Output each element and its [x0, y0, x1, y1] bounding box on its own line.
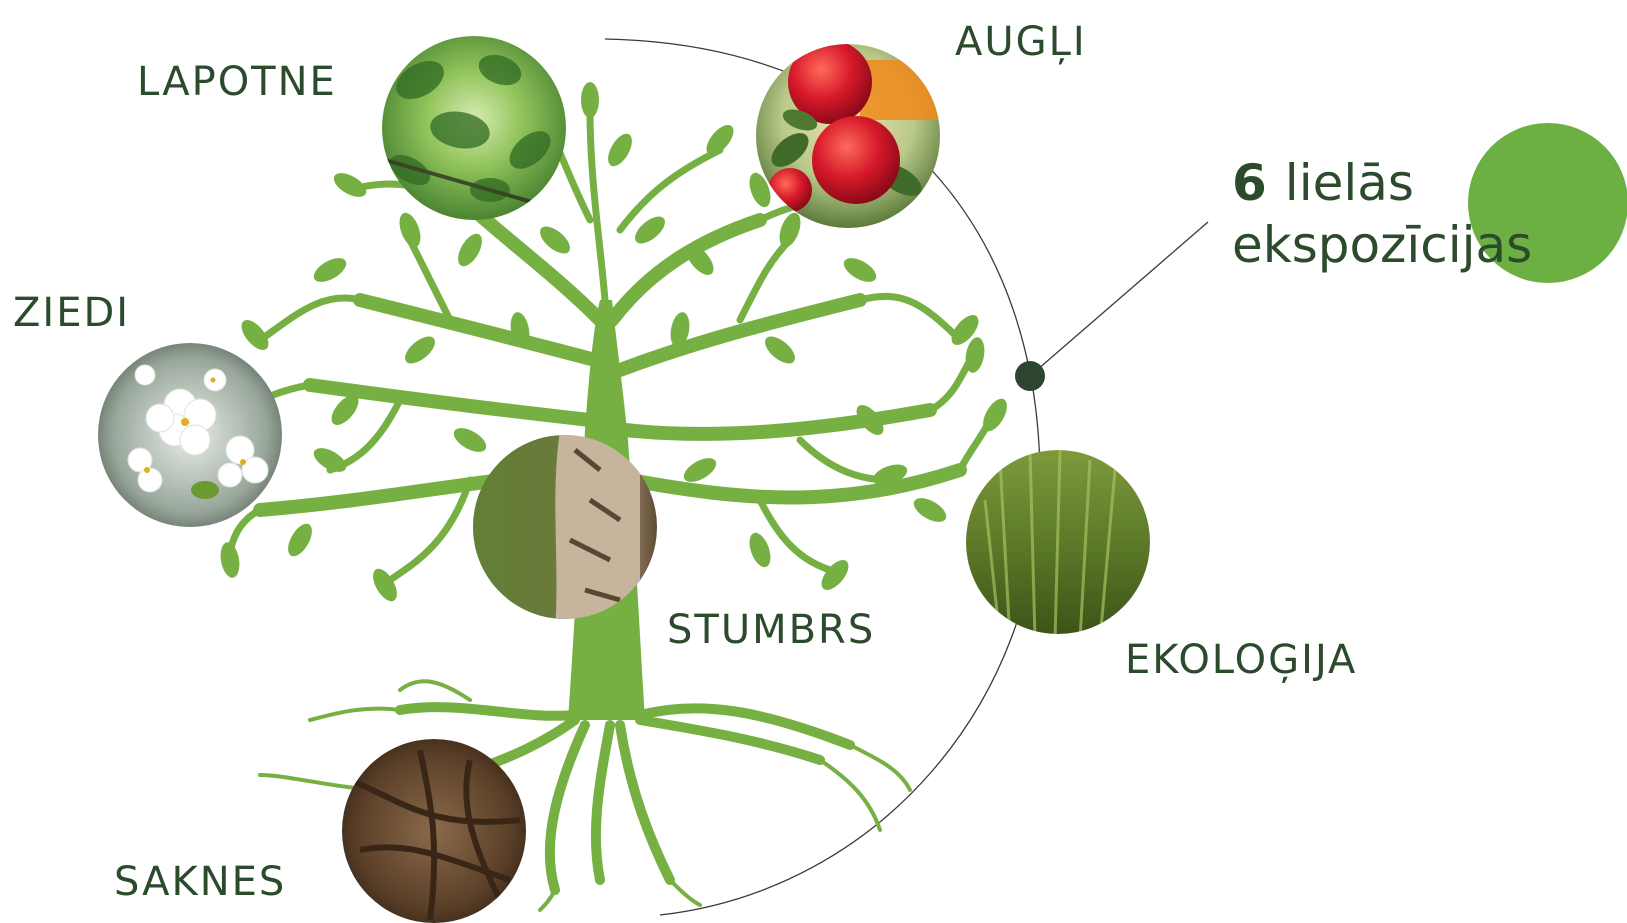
headline-number: 6 — [1232, 154, 1267, 212]
label-lapotne: LAPOTNE — [137, 62, 337, 102]
photo-lapotne — [382, 36, 566, 220]
callout-line — [1030, 222, 1208, 376]
headline-word1: lielās — [1285, 154, 1414, 212]
photo-ekologija — [966, 450, 1150, 640]
label-ziedi: ZIEDI — [13, 293, 130, 333]
callout-dot — [1015, 361, 1045, 391]
headline: 6 lielās ekspozīcijas — [1232, 152, 1532, 276]
photo-augli — [756, 40, 950, 228]
label-ekologija: EKOLOĢIJA — [1125, 640, 1357, 680]
headline-word2: ekspozīcijas — [1232, 214, 1532, 276]
label-saknes: SAKNES — [114, 862, 286, 902]
label-stumbrs: STUMBRS — [667, 610, 875, 650]
label-augli: AUGĻI — [955, 22, 1087, 62]
photo-ziedi — [98, 343, 282, 527]
photo-saknes — [342, 739, 526, 923]
